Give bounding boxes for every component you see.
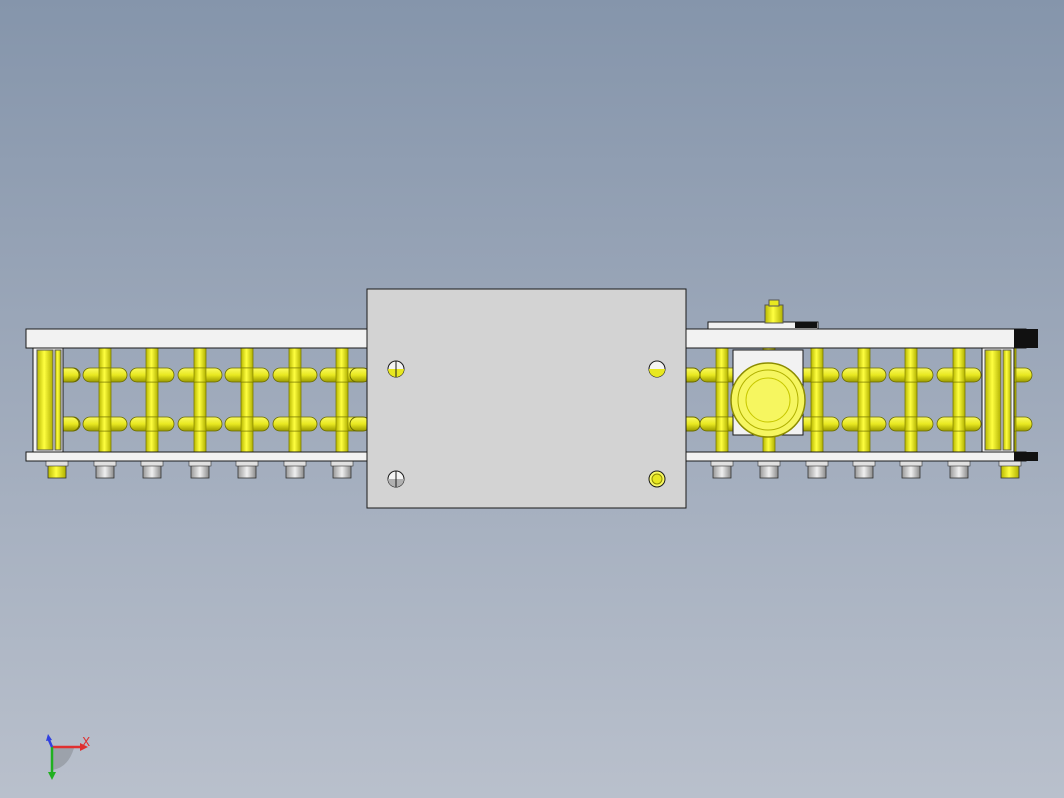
roller bbox=[319, 347, 365, 453]
bolt-head bbox=[852, 460, 876, 479]
bolt-hole-top-right bbox=[648, 360, 666, 378]
coordinate-triad-icon: X bbox=[46, 734, 90, 780]
bolt-head bbox=[330, 460, 354, 479]
bolt-head bbox=[757, 460, 781, 479]
bolt-head bbox=[805, 460, 829, 479]
roller bbox=[82, 347, 128, 453]
rail-end-cap-bottom bbox=[1014, 452, 1038, 461]
roller bbox=[129, 347, 175, 453]
bolt-head bbox=[947, 460, 971, 479]
bolt-head bbox=[93, 460, 117, 479]
stopper-cylinder bbox=[707, 299, 819, 438]
bolt-head bbox=[998, 460, 1022, 479]
roller bbox=[888, 347, 934, 453]
x-axis-label: X bbox=[82, 735, 90, 749]
left-end-bracket bbox=[32, 347, 64, 453]
bolt-head bbox=[710, 460, 734, 479]
right-end-bracket bbox=[981, 347, 1015, 453]
bolt-head bbox=[140, 460, 164, 479]
bolt-hole-bottom-left bbox=[387, 470, 405, 488]
bolt-hole-top-left bbox=[387, 360, 405, 378]
roller bbox=[841, 347, 887, 453]
mounting-plate[interactable] bbox=[366, 288, 687, 509]
roller bbox=[224, 347, 270, 453]
bolt-head bbox=[188, 460, 212, 479]
roller bbox=[272, 347, 318, 453]
roller bbox=[936, 347, 982, 453]
rail-end-cap-top bbox=[1014, 329, 1038, 348]
bolt-head bbox=[45, 460, 69, 479]
bolt-head bbox=[283, 460, 307, 479]
roller bbox=[794, 347, 840, 453]
bolt-head bbox=[899, 460, 923, 479]
bolt-head bbox=[235, 460, 259, 479]
roller bbox=[177, 347, 223, 453]
bolt-hole-bottom-right bbox=[648, 470, 666, 488]
